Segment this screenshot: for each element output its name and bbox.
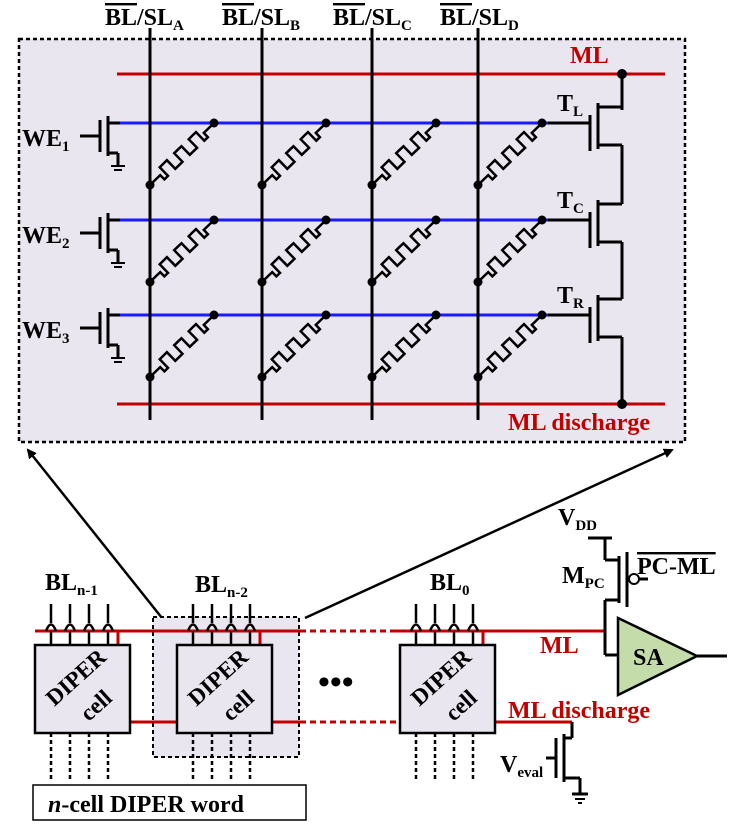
word-caption-box xyxy=(32,784,307,821)
node-dot-top-r1-c3 xyxy=(431,118,441,128)
t-label-l: TL xyxy=(557,91,583,120)
node-dot-top-r1-c1 xyxy=(209,118,219,128)
ml-label-top: ML xyxy=(570,43,609,69)
we-label-1: WE1 xyxy=(22,126,70,155)
vdd-label: VDD xyxy=(558,505,597,534)
memristor-r2-c2 xyxy=(261,219,327,283)
precharge-circuit xyxy=(588,536,727,698)
we-label-2: WE2 xyxy=(22,223,70,252)
ellipsis: ••• xyxy=(318,664,354,701)
t-label-c: TC xyxy=(557,188,584,217)
memristor-r3-c2 xyxy=(261,314,327,378)
memristor-r3-c1 xyxy=(149,314,215,378)
sa-label: SA xyxy=(633,645,664,671)
series-transistor-chain xyxy=(548,69,627,409)
node-dot-top-r1-c2 xyxy=(321,118,331,128)
bitline-label-d: BL/SLD xyxy=(440,5,519,34)
node-dot-top-r3-c4 xyxy=(537,310,547,320)
bitline-label-a: BL/SLA xyxy=(105,5,184,34)
bl-label-n-2: BLn-2 xyxy=(195,572,248,601)
node-dot-top-r2-c2 xyxy=(321,215,331,225)
eval-transistor xyxy=(546,722,588,804)
pc-ml-label: PC-ML xyxy=(637,554,716,580)
memristor-r1-c4 xyxy=(477,122,543,186)
node-dot-top-r3-c3 xyxy=(431,310,441,320)
we-label-3: WE3 xyxy=(22,318,70,347)
bitline-label-b: BL/SLB xyxy=(222,5,300,34)
sense-amplifier xyxy=(616,616,700,698)
node-dot-top-r2-c1 xyxy=(209,215,219,225)
word-caption: n-cell DIPER word xyxy=(48,792,245,818)
memristor-r1-c1 xyxy=(149,122,215,186)
zoom-arrow-left xyxy=(26,448,163,619)
chain-transistor-2 xyxy=(548,198,624,293)
node-dot-top-r1-c4 xyxy=(537,118,547,128)
memristor-r2-c4 xyxy=(477,219,543,283)
node-dot-top-r3-c1 xyxy=(209,310,219,320)
zoom-arrow-right xyxy=(304,448,674,620)
zoom-panel xyxy=(17,37,687,444)
chain-transistor-1 xyxy=(548,101,624,198)
bl-label-n-1: BLn-1 xyxy=(45,570,98,599)
memristor-r3-c4 xyxy=(477,314,543,378)
ml-label-bottom: ML xyxy=(540,633,579,659)
discharge-node-dot xyxy=(617,399,627,409)
ml-discharge-label-top: ML discharge xyxy=(508,410,650,436)
memristor-r1-c3 xyxy=(371,122,437,186)
node-dot-top-r2-c3 xyxy=(431,215,441,225)
we-transistor-3 xyxy=(80,308,125,363)
bitline-label-c: BL/SLC xyxy=(333,5,412,34)
memristor-r2-c3 xyxy=(371,219,437,283)
memristor-r2-c1 xyxy=(149,219,215,283)
bl-label-0: BL0 xyxy=(430,570,470,599)
we-transistor-2 xyxy=(80,213,125,268)
word-enable-transistors xyxy=(80,116,125,363)
node-dot-top-r2-c4 xyxy=(537,215,547,225)
bitlines xyxy=(148,28,480,420)
node-dot-top-r3-c2 xyxy=(321,310,331,320)
chain-transistor-3 xyxy=(548,293,624,404)
mpc-label: MPC xyxy=(562,563,605,592)
we-transistor-1 xyxy=(80,116,125,171)
bitline-labels: BL/SLA BL/SLB BL/SLC BL/SLD xyxy=(105,5,519,34)
memristor-r1-c2 xyxy=(261,122,327,186)
memristor-r3-c3 xyxy=(371,314,437,378)
t-label-r: TR xyxy=(557,283,584,312)
veval-label: Veval xyxy=(500,752,543,781)
ml-discharge-label-bottom: ML discharge xyxy=(508,698,650,724)
